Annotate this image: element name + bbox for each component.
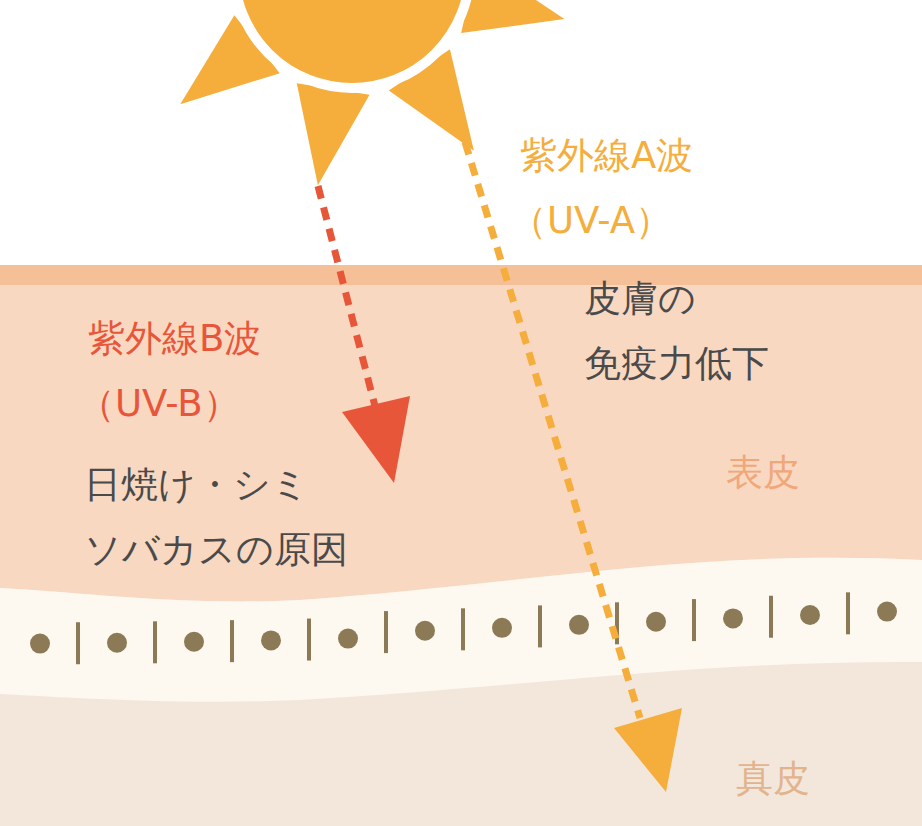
uvb-arrowhead [342,396,410,483]
uvb-effect: 日焼け・シミ ソバカスの原因 [84,452,369,582]
cell-line [384,611,388,653]
cell-dot [30,634,50,654]
cell-dot [569,615,589,635]
cell-dot [492,618,512,638]
cell-dot [107,633,127,653]
skin-surface [0,265,922,285]
dermis-ground [0,265,922,826]
uvb-code: （UV-B） [78,371,338,436]
sun-ray [461,0,564,33]
uva-effect-text: 皮膚の 免疫力低下 [584,266,799,396]
cell-dot [800,605,820,625]
epidermis-band: 表皮 [726,440,804,505]
cell-line [153,621,157,663]
cell-dot [415,621,435,641]
cell-dot [723,608,743,628]
cell-dot [261,630,281,650]
uva-arrowhead [614,708,682,792]
uvb-ray [318,186,376,410]
uvb-code-text: （UV-B） [78,371,338,436]
uva-title-text: 紫外線A波 [520,123,780,188]
uvb-title: 紫外線B波 [88,306,348,371]
cell-dot [877,602,897,622]
basal-layer-band [0,558,922,702]
cell-dot [646,612,666,632]
cell-line [461,608,465,650]
cell-dot [184,632,204,652]
cell-line [230,620,234,662]
cell-line [307,619,311,661]
layer-name: 表皮 [726,440,804,505]
uva-code-text: （UV-A） [510,188,770,253]
uva-title: 紫外線A波 [520,123,780,188]
sun-disc [234,0,470,88]
cell-line [692,599,696,641]
cell-line [846,592,850,634]
uvb-effect-text: 日焼け・シミ ソバカスの原因 [84,452,369,582]
sun [135,0,565,185]
cell-line [76,622,80,664]
cell-line [769,596,773,638]
uvb-title-text: 紫外線B波 [88,306,348,371]
cell-dot [338,629,358,649]
sun-ray [297,83,370,185]
basal-cells [30,592,897,664]
dermis-band: 真皮 [736,746,814,811]
cell-line [538,605,542,647]
epidermis-ground [0,265,922,601]
layer-name: 真皮 [736,746,814,811]
uva-effect: 皮膚の 免疫力低下 [584,266,799,396]
uva-code: （UV-A） [510,188,770,253]
